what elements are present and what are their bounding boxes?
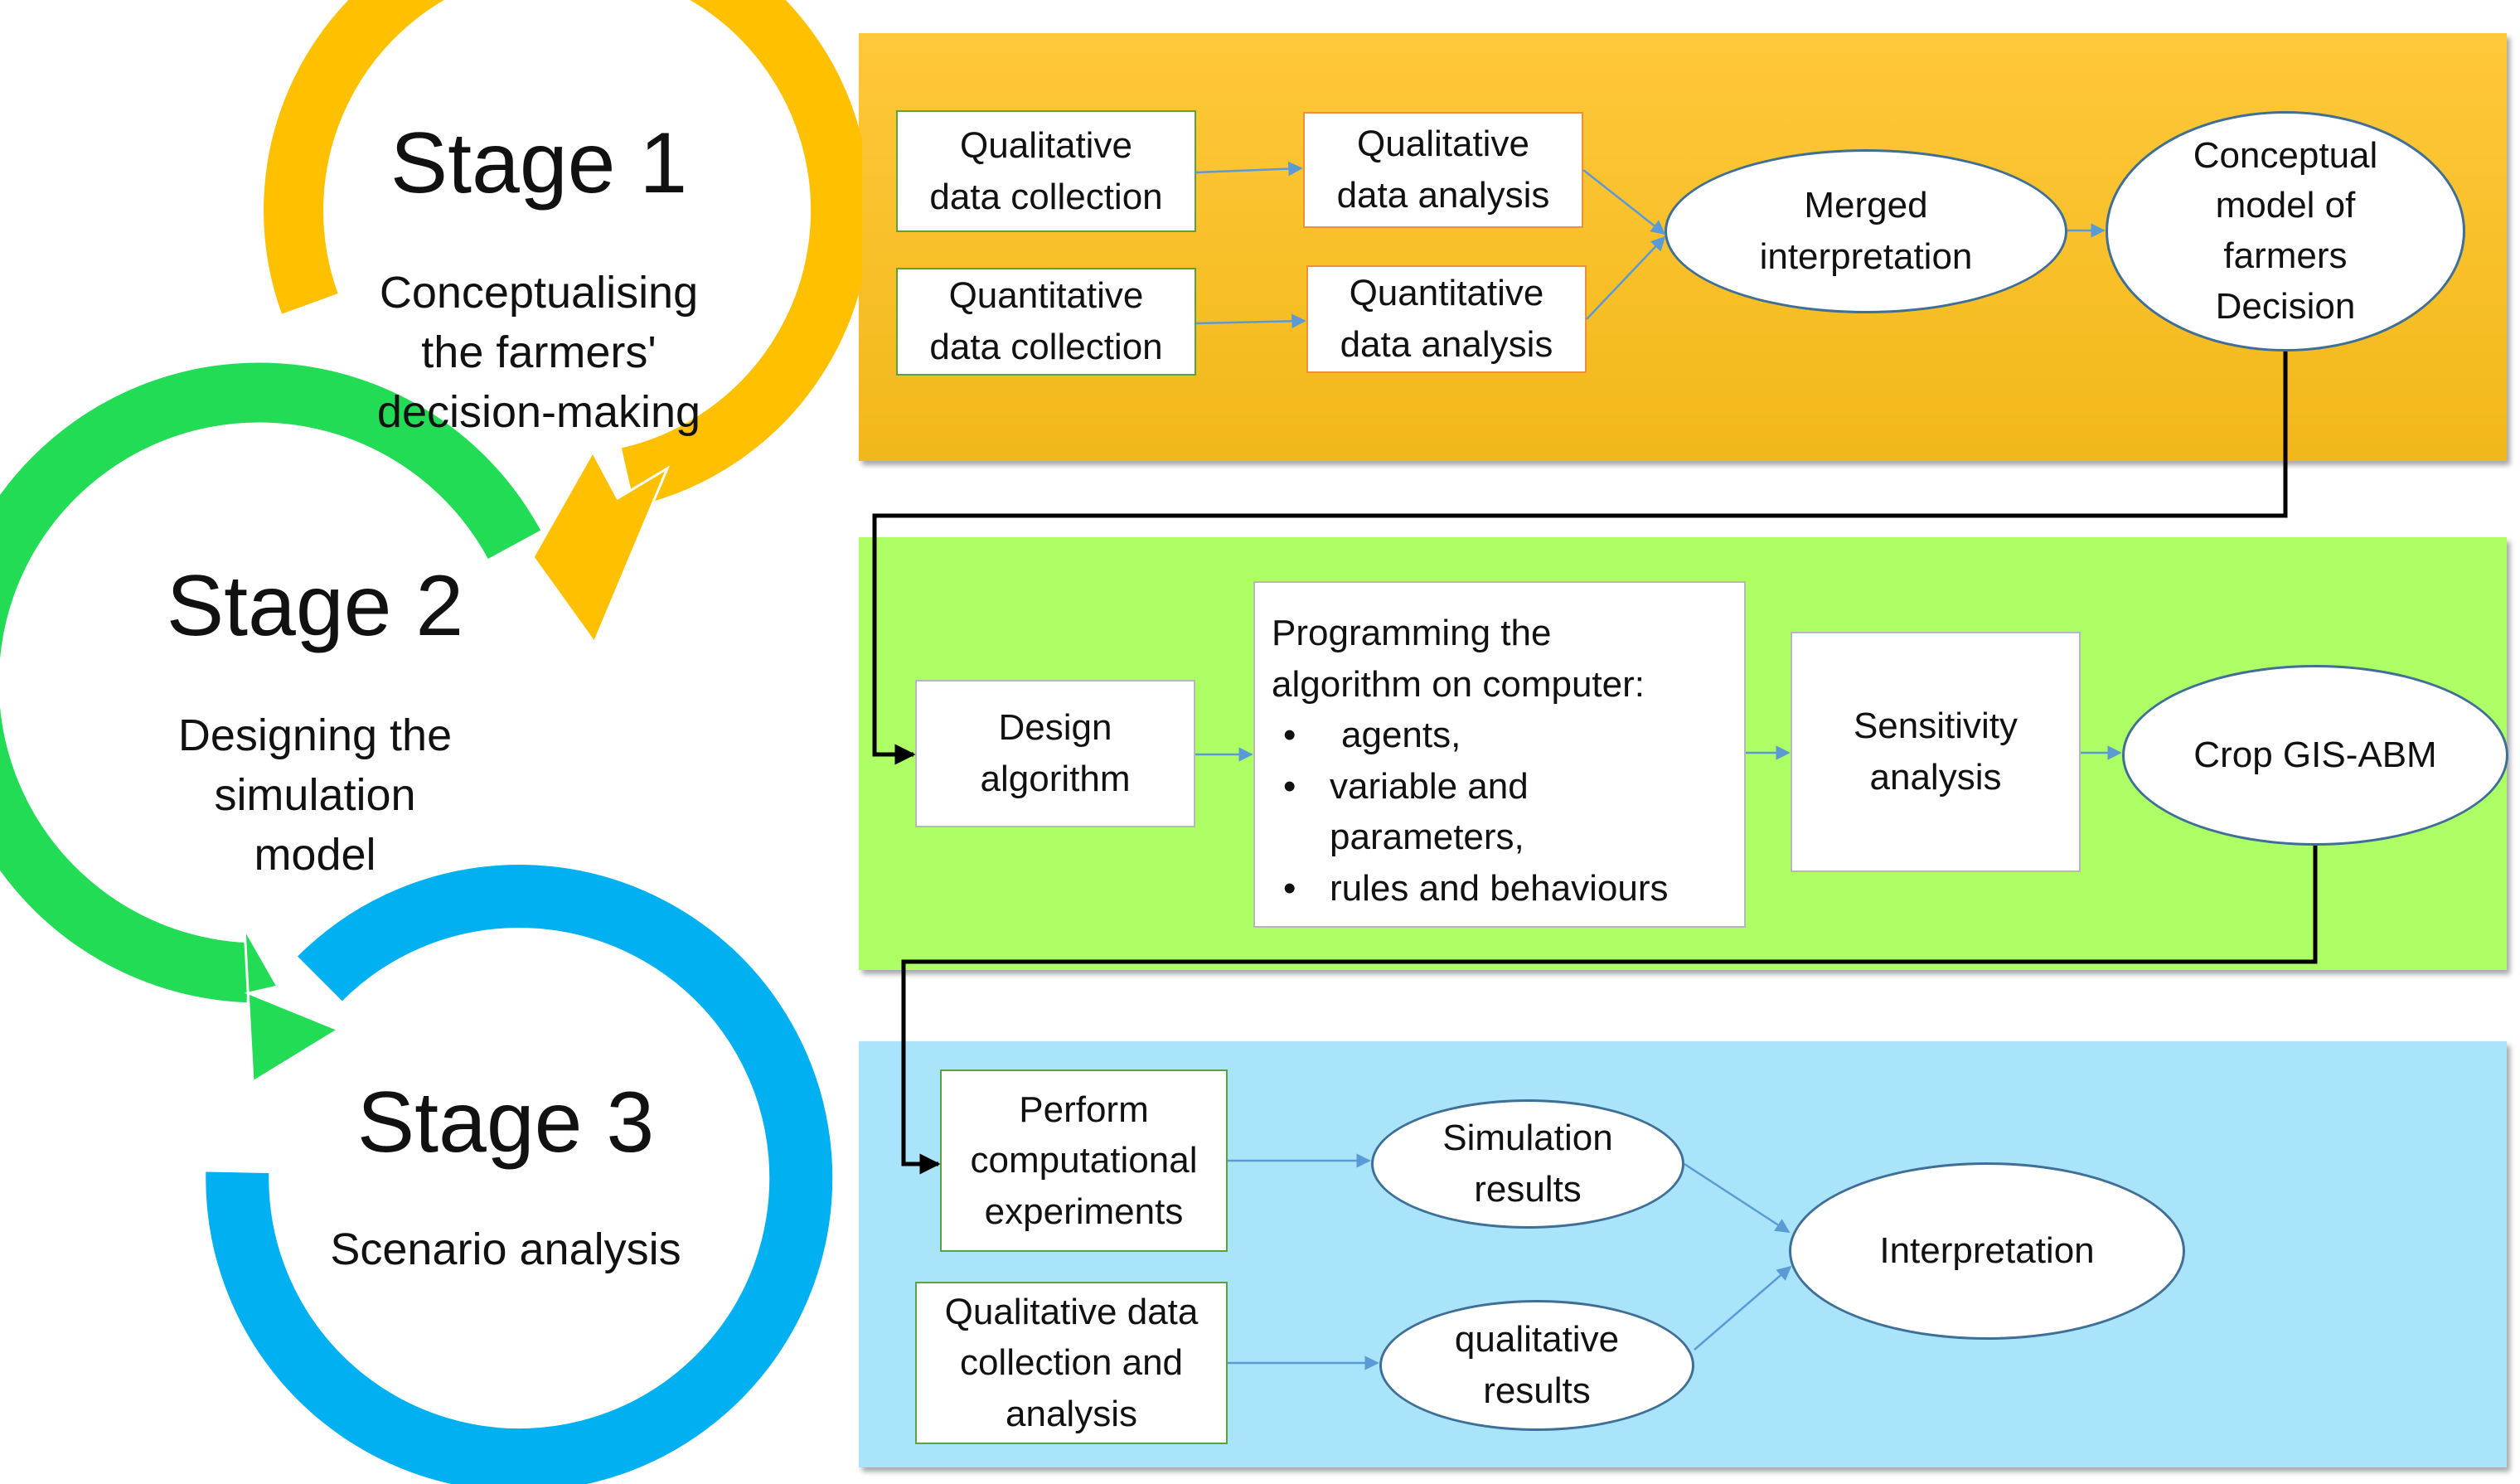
perform-experiments-box: Perform computational experiments [940, 1069, 1228, 1252]
box-line: algorithm [980, 759, 1131, 799]
qualitative-data-collection-box: Qualitative data collection [896, 110, 1196, 232]
box-line: Qualitative [1357, 124, 1529, 165]
stage-cycle-graphic [0, 0, 862, 1484]
box-line: analysis [1006, 1393, 1137, 1434]
ellipse-line: Interpretation [1879, 1230, 2095, 1272]
ellipse-line: qualitative [1454, 1319, 1620, 1360]
ellipse-line: Crop GIS-ABM [2193, 735, 2437, 776]
ellipse-line: Merged [1804, 185, 1928, 226]
programming-bullet: variable and parameters, [1272, 761, 1728, 863]
box-line: Design [998, 707, 1112, 749]
stage2-subtitle-line: model [254, 829, 376, 880]
stage1-arrowhead [531, 449, 671, 646]
interpretation-ellipse: Interpretation [1789, 1162, 2185, 1340]
qualitative-results-ellipse: qualitative results [1379, 1300, 1694, 1431]
box-line: Quantitative [948, 275, 1144, 317]
box-line: collection and [959, 1342, 1184, 1384]
box-line: analysis [1869, 757, 2002, 798]
ellipse-line: Simulation [1442, 1118, 1613, 1159]
box-line: experiments [984, 1191, 1184, 1232]
stage3-subtitle: Scenario analysis [330, 1225, 681, 1274]
stage2-subtitle: Designing the simulation model [124, 706, 506, 885]
stage1-subtitle-line: the farmers' [421, 327, 657, 377]
crop-gis-abm-ellipse: Crop GIS-ABM [2122, 665, 2508, 846]
box-line: Qualitative [960, 124, 1132, 166]
simulation-results-ellipse: Simulation results [1371, 1099, 1684, 1229]
stage3-title: Stage 3 [356, 1074, 655, 1171]
stage2-subtitle-line: Designing the [177, 710, 453, 760]
box-line: data collection [929, 327, 1163, 367]
programming-bullet: agents, [1272, 710, 1728, 761]
box-line: Sensitivity [1853, 706, 2018, 747]
qualitative-collection-analysis-box: Qualitative data collection and analysis [915, 1282, 1228, 1444]
box-line: data collection [929, 176, 1163, 217]
programming-bullet-list: agents, variable and parameters, rules a… [1272, 710, 1728, 914]
box-line: Perform [1019, 1089, 1149, 1130]
stage2-title: Stage 2 [166, 558, 464, 654]
stage1-subtitle-line: Conceptualising [379, 268, 699, 318]
qualitative-data-analysis-box: Qualitative data analysis [1303, 112, 1583, 228]
ellipse-line: Decision [2215, 285, 2356, 327]
box-line: Quantitative [1349, 273, 1544, 314]
stage1-subtitle: Conceptualising the farmers' decision-ma… [332, 264, 746, 442]
box-line: computational [970, 1140, 1198, 1181]
design-algorithm-box: Design algorithm [915, 680, 1195, 827]
merged-interpretation-ellipse: Merged interpretation [1665, 149, 2067, 313]
ellipse-line: Conceptual [2193, 134, 2378, 176]
box-line: Qualitative data [944, 1291, 1199, 1332]
conceptual-model-ellipse: Conceptual model of farmers Decision [2106, 111, 2465, 352]
stage1-arc [264, 0, 862, 507]
programming-bullet: rules and behaviours [1272, 863, 1728, 914]
stage2-arrowhead [243, 928, 342, 1084]
stage1-title: Stage 1 [390, 115, 688, 211]
box-line: data analysis [1340, 324, 1553, 365]
bullet-text: rules and behaviours [1330, 867, 1669, 909]
quantitative-data-collection-box: Quantitative data collection [896, 268, 1196, 376]
box-line: data analysis [1336, 175, 1550, 216]
programming-box: Programming the algorithm on computer: a… [1253, 581, 1746, 928]
bullet-text: parameters, [1330, 817, 1524, 858]
quantitative-data-analysis-box: Quantitative data analysis [1306, 265, 1587, 373]
stage2-subtitle-line: simulation [214, 769, 416, 820]
bullet-text: variable and [1330, 765, 1529, 807]
stage3-arc [206, 865, 833, 1484]
bullet-text: agents, [1341, 715, 1461, 756]
ellipse-line: results [1483, 1370, 1591, 1411]
programming-heading-line: Programming the [1272, 613, 1552, 653]
sensitivity-analysis-box: Sensitivity analysis [1791, 632, 2081, 872]
stage2-arc [0, 362, 541, 1003]
ellipse-line: results [1474, 1169, 1582, 1210]
ellipse-line: interpretation [1759, 236, 1973, 277]
ellipse-line: model of [2215, 185, 2356, 226]
stage1-subtitle-line: decision-making [376, 386, 701, 437]
programming-heading-line: algorithm on computer: [1272, 663, 1645, 705]
ellipse-line: farmers [2223, 235, 2348, 276]
